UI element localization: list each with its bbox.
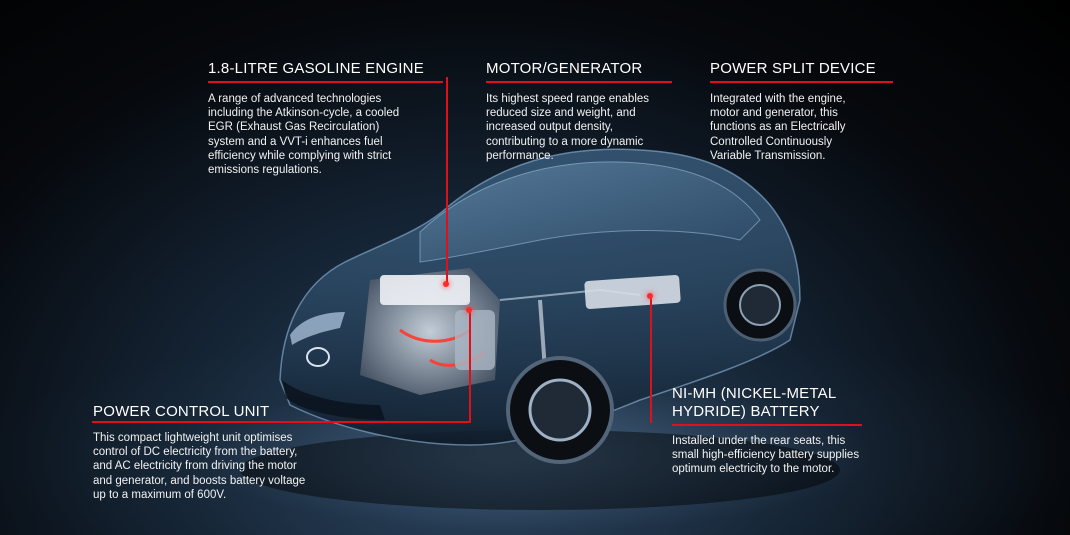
feature-pcu-line: and generator, and boosts battery voltag… <box>93 474 306 487</box>
feature-engine-text: A range of advanced technologies includi… <box>208 92 443 177</box>
feature-motor-text: Its highest speed range enables reduced … <box>486 92 672 163</box>
feature-engine: 1.8-LITRE GASOLINE ENGINE A range of adv… <box>208 60 443 177</box>
headlight <box>290 312 345 345</box>
car-shadow <box>240 430 840 510</box>
feature-engine-title: 1.8-LITRE GASOLINE ENGINE <box>208 60 443 83</box>
feature-motor-line: contributing to a more dynamic <box>486 135 644 148</box>
feature-pcu-title: POWER CONTROL UNIT <box>93 403 270 420</box>
feature-pcu-text: This compact lightweight unit optimises … <box>93 431 353 502</box>
feature-battery: NI-MH (NICKEL-METAL HYDRIDE) BATTERY Ins… <box>672 385 862 477</box>
engine-cover <box>380 275 470 305</box>
feature-battery-line: small high-efficiency battery supplies <box>672 449 860 462</box>
feature-split-line: Variable Transmission. <box>710 149 826 162</box>
feature-pcu-line: control of DC electricity from the batte… <box>93 446 298 459</box>
feature-engine-line: system and a VVT-i enhances fuel <box>208 135 383 148</box>
feature-split-text: Integrated with the engine, motor and ge… <box>710 92 893 163</box>
motor-generator-unit <box>455 310 495 370</box>
feature-engine-line: emissions regulations. <box>208 164 322 177</box>
feature-battery-line: optimum electricity to the motor. <box>672 463 835 476</box>
feature-pcu: POWER CONTROL UNIT This compact lightwei… <box>93 403 353 502</box>
feature-battery-title: NI-MH (NICKEL-METAL HYDRIDE) BATTERY <box>672 385 862 426</box>
feature-battery-text: Installed under the rear seats, this sma… <box>672 434 862 477</box>
feature-split-line: Integrated with the engine, <box>710 93 846 105</box>
feature-split-line: motor and generator, this <box>710 107 838 120</box>
leader-battery-v <box>650 296 652 423</box>
front-bumper <box>282 380 385 420</box>
feature-motor-title: MOTOR/GENERATOR <box>486 60 672 83</box>
feature-motor-line: increased output density, <box>486 121 614 134</box>
leader-engine-dot <box>443 281 449 287</box>
leader-battery-dot <box>647 293 653 299</box>
feature-battery-title-line: NI-MH (NICKEL-METAL <box>672 385 837 402</box>
toyota-emblem <box>306 347 330 367</box>
leader-pcu-h <box>92 421 470 423</box>
battery-pack <box>584 274 681 309</box>
leader-pcu-v <box>469 310 471 423</box>
feature-motor-line: reduced size and weight, and <box>486 107 636 120</box>
feature-pcu-line: and AC electricity from driving the moto… <box>93 460 297 473</box>
feature-split-title: POWER SPLIT DEVICE <box>710 60 893 83</box>
feature-engine-line: including the Atkinson-cycle, a cooled <box>208 107 400 120</box>
leader-pcu-dot <box>466 307 472 313</box>
feature-battery-title-line: HYDRIDE) BATTERY <box>672 403 820 420</box>
feature-split: POWER SPLIT DEVICE Integrated with the e… <box>710 60 893 163</box>
feature-split-line: functions as an Electrically <box>710 121 846 134</box>
car-glass <box>419 161 761 263</box>
feature-battery-line: Installed under the rear seats, this <box>672 435 846 447</box>
leader-engine <box>446 77 448 284</box>
feature-engine-line: A range of advanced technologies <box>208 93 382 105</box>
feature-pcu-line: up to a maximum of 600V. <box>93 488 227 501</box>
feature-engine-line: EGR (Exhaust Gas Recirculation) <box>208 121 380 134</box>
feature-engine-line: efficiency while complying with strict <box>208 149 392 162</box>
feature-motor-line: Its highest speed range enables <box>486 93 650 105</box>
feature-split-line: Controlled Continuously <box>710 135 833 148</box>
feature-motor-line: performance. <box>486 149 554 162</box>
feature-motor: MOTOR/GENERATOR Its highest speed range … <box>486 60 672 163</box>
feature-pcu-line: This compact lightweight unit optimises <box>93 432 293 444</box>
